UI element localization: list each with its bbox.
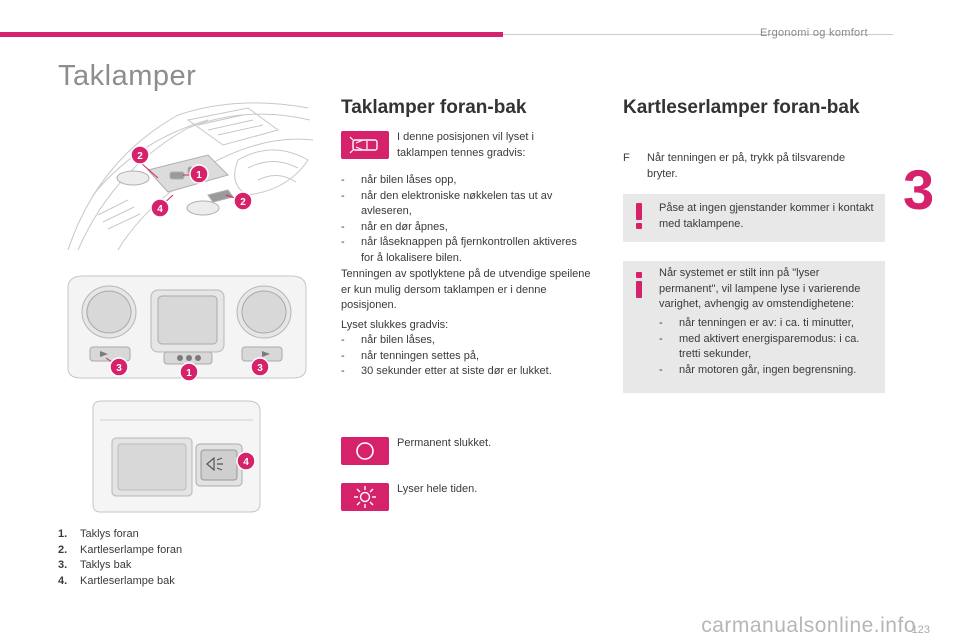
info-icon [631,271,647,299]
callout-4-front: 4 [157,204,163,215]
list-item: -når en dør åpnes, [341,220,448,233]
step-marker: F [623,152,630,164]
list-item: -når motoren går, ingen begrensning. [659,363,857,376]
front-rear-heading: Taklamper foran-bak [341,97,527,118]
mirror-spotlight-paragraph: Tenningen av spotlyktene på de utvendige… [341,268,591,311]
info-box: Når systemet er stilt inn på "lyser perm… [623,261,885,393]
page-number: 123 [911,624,930,636]
legend-label: Kartleserlampe bak [80,574,175,587]
legend-item: 4. Kartleserlampe bak [58,574,182,590]
off-intro: Lyset slukkes gradvis: [341,319,449,331]
list-item: -30 sekunder etter at siste dør er lukke… [341,365,552,377]
list-item: -når tenningen settes på, [341,349,480,362]
watermark: carmanualsonline.info [701,614,916,637]
legend-item: 2. Kartleserlampe foran [58,543,182,559]
off-mode-text: Permanent slukket. [397,437,492,449]
list-item: -når låseknappen på fjernkontrollen akti… [341,236,577,264]
map-lamps-heading: Kartleserlamper foran-bak [623,97,860,118]
door-lamp-icon [341,131,389,159]
door-mode-text: I denne posisjonen vil lyset i taklampen… [397,131,534,159]
header-accent-bar [0,32,503,37]
lamp-on-icon [341,483,389,511]
legend-num: 3. [58,559,68,571]
callout-2-front-right: 2 [240,197,246,208]
header-rule [503,34,893,35]
legend-num: 4. [58,574,68,587]
callout-1-front: 1 [196,170,202,181]
figure-legend: 1. Taklys foran 2. Kartleserlampe foran 3.… [58,527,182,589]
info-durations: -når tenningen er av: i ca. ti minutter,… [659,316,881,378]
warning-box: Påse at ingen gjenstander kommer i konta… [623,194,885,242]
legend-num: 2. [58,543,68,556]
warning-text: Påse at ingen gjenstander kommer i konta… [659,202,874,230]
legend-item: 3. Taklys bak [58,558,182,574]
lamp-off-icon [341,437,389,465]
chapter-number: 3 [903,158,935,221]
legend-label: Kartleserlampe foran [80,543,183,556]
map-lamp-step: Når tenningen er på, trykk på tilsvarend… [647,152,846,180]
list-item: -når bilen låses, [341,334,435,346]
front-console-illustration: 2 1 2 4 [67,102,314,251]
callout-3-left: 3 [116,363,122,374]
legend-num: 1. [58,528,68,540]
callout-4-rear: 4 [243,457,249,468]
legend-label: Taklys foran [80,528,139,540]
legend-item: 1. Taklys foran [58,527,182,543]
exclamation-icon [631,202,647,230]
callout-1-rear: 1 [186,368,192,379]
lamp-off-conditions: -når bilen låses, -når tenningen settes … [341,333,593,380]
lamp-on-conditions: -når bilen låses opp, -når den elektroni… [341,173,591,266]
section-title: Ergonomi og komfort [760,27,868,39]
legend-label: Taklys bak [80,559,132,571]
list-item: -når den elektroniske nøkkelen tas ut av… [341,189,553,218]
callout-3-right: 3 [257,363,263,374]
list-item: -når bilen låses opp, [341,174,457,186]
list-item: -med aktivert energisparemodus: i ca. tr… [659,332,860,361]
on-mode-text: Lyser hele tiden. [397,483,478,495]
callout-2-front: 2 [137,151,143,162]
rear-map-lamp-illustration: 4 [92,400,261,513]
page-title: Taklamper [58,60,197,92]
rear-lamp-illustration: 3 1 3 [67,275,307,382]
info-intro: Når systemet er stilt inn på "lyser perm… [659,267,861,310]
list-item: -når tenningen er av: i ca. ti minutter, [659,317,854,329]
